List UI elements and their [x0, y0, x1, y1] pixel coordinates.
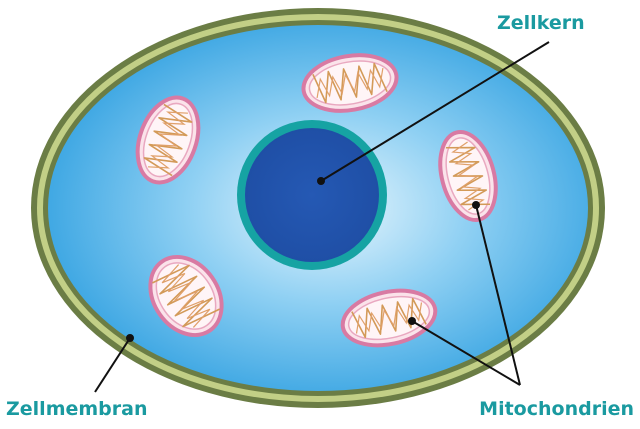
pointer-dot-nucleus — [317, 177, 325, 185]
nucleus — [245, 128, 379, 262]
label-mitochondria: Mitochondrien — [479, 398, 634, 420]
label-membrane: Zellmembran — [6, 398, 148, 420]
pointer-dot-mito-right — [472, 201, 480, 209]
pointer-dot-mito-bottom — [408, 317, 416, 325]
pointer-dot-membrane — [126, 334, 134, 342]
label-nucleus: Zellkern — [497, 12, 585, 34]
